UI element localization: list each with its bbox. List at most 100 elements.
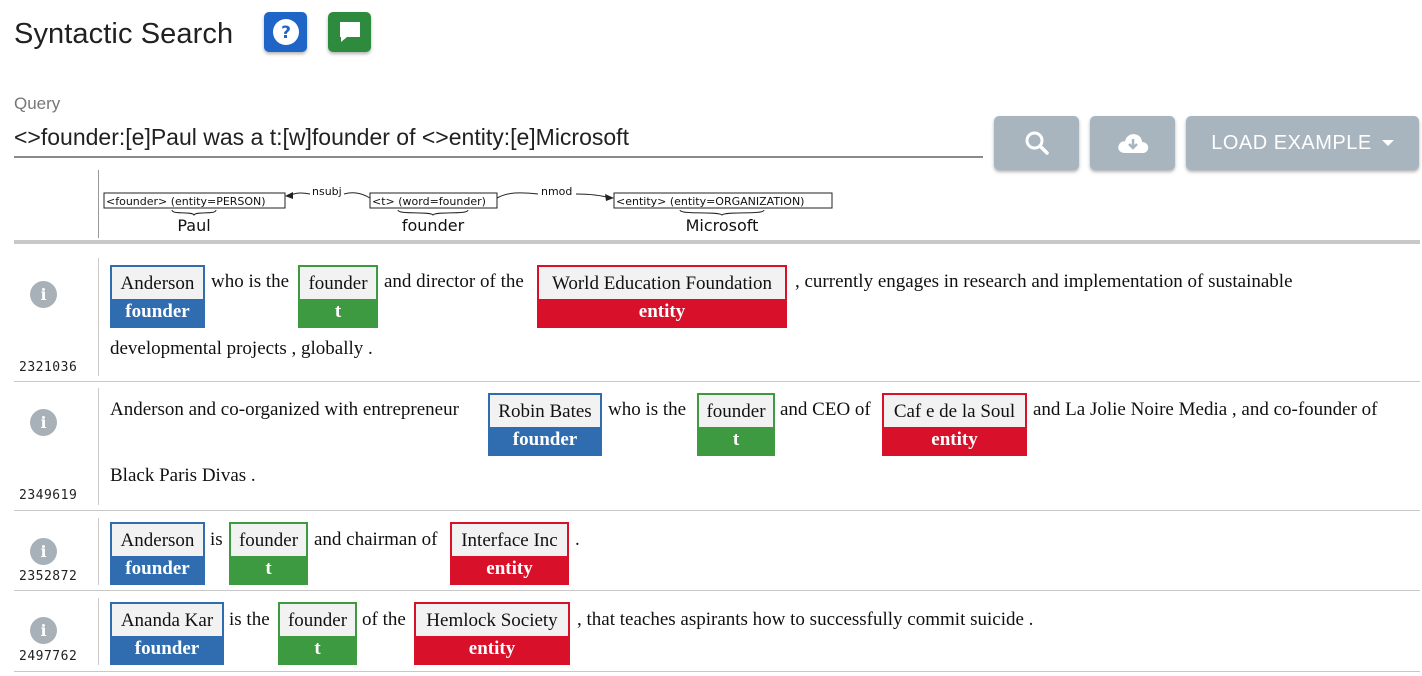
result-row bbox=[14, 511, 1420, 591]
span-word: Robin Bates bbox=[490, 395, 600, 427]
caret-down-icon bbox=[1381, 140, 1394, 146]
graph-node-label: <entity> (entity=ORGANIZATION) bbox=[616, 195, 804, 208]
graph-node-label: <t> (word=founder) bbox=[372, 195, 486, 208]
feedback-button[interactable] bbox=[328, 12, 371, 52]
graph-node-box bbox=[369, 192, 498, 209]
span-founder[interactable]: Robin Bates founder bbox=[488, 393, 602, 456]
span-word: Hemlock Society bbox=[416, 604, 568, 636]
span-label: founder bbox=[490, 427, 600, 454]
result-id: 2497762 bbox=[19, 649, 78, 664]
graph-edge-label: nmod bbox=[541, 185, 572, 198]
result-id: 2321036 bbox=[19, 360, 78, 375]
sentence-text: and chairman of bbox=[314, 529, 438, 550]
graph-divider bbox=[98, 170, 99, 238]
graph-node-word: Microsoft bbox=[686, 216, 759, 235]
sentence-text: . bbox=[575, 529, 580, 550]
span-word: founder bbox=[300, 267, 376, 299]
span-label: entity bbox=[452, 556, 567, 583]
graph-brace bbox=[679, 209, 765, 216]
span-entity[interactable]: World Education Foundation entity bbox=[537, 265, 787, 328]
svg-text:?: ? bbox=[281, 23, 291, 43]
graph-edge-arrowhead bbox=[605, 194, 614, 201]
graph-node-label: <founder> (entity=PERSON) bbox=[106, 195, 266, 208]
span-label: entity bbox=[884, 427, 1025, 454]
info-icon[interactable]: i bbox=[30, 409, 57, 436]
span-founder[interactable]: Anderson founder bbox=[110, 522, 205, 585]
search-button[interactable] bbox=[994, 116, 1079, 170]
sentence-text: Anderson and co-organized with entrepren… bbox=[110, 399, 459, 420]
page-title: Syntactic Search bbox=[14, 18, 234, 50]
span-label: t bbox=[699, 427, 773, 454]
info-icon[interactable]: i bbox=[30, 617, 57, 644]
graph-node-box bbox=[103, 192, 286, 209]
sentence-text: Black Paris Divas . bbox=[110, 465, 256, 486]
graph-node-box bbox=[613, 192, 833, 209]
span-label: t bbox=[300, 299, 376, 326]
cloud-download-icon bbox=[1117, 134, 1148, 153]
query-label: Query bbox=[14, 94, 61, 113]
span-entity[interactable]: Hemlock Society entity bbox=[414, 602, 570, 665]
search-icon bbox=[1025, 131, 1049, 155]
question-circle-icon: ? bbox=[272, 19, 299, 45]
dependency-graph: <founder> (entity=PERSON) <t> (word=foun… bbox=[103, 185, 833, 235]
graph-edge-line bbox=[343, 192, 371, 199]
graph-node-word: Paul bbox=[177, 216, 210, 235]
chat-bubble-icon bbox=[339, 22, 360, 42]
span-t[interactable]: founder t bbox=[229, 522, 308, 585]
span-word: Anderson bbox=[112, 267, 203, 299]
span-word: Interface Inc bbox=[452, 524, 567, 556]
sentence-text: developmental projects , globally . bbox=[110, 338, 373, 359]
result-row bbox=[14, 382, 1420, 511]
graph-separator bbox=[14, 240, 1420, 244]
span-word: founder bbox=[280, 604, 355, 636]
info-icon[interactable]: i bbox=[30, 538, 57, 565]
sentence-text: , currently engages in research and impl… bbox=[795, 271, 1293, 292]
help-button[interactable]: ? bbox=[264, 12, 307, 52]
span-label: founder bbox=[112, 636, 222, 663]
query-input[interactable]: <>founder:[e]Paul was a t:[w]founder of … bbox=[14, 120, 983, 158]
span-founder[interactable]: Anderson founder bbox=[110, 265, 205, 328]
graph-brace bbox=[397, 209, 469, 216]
span-word: Caf e de la Soul bbox=[884, 395, 1025, 427]
result-row bbox=[14, 252, 1420, 382]
row-divider bbox=[98, 388, 99, 505]
row-divider bbox=[98, 258, 99, 376]
row-divider bbox=[98, 598, 99, 665]
span-word: founder bbox=[699, 395, 773, 427]
load-example-label: LOAD EXAMPLE bbox=[1211, 131, 1372, 154]
graph-edge-arrowhead bbox=[285, 192, 293, 199]
span-t[interactable]: founder t bbox=[298, 265, 378, 328]
span-label: t bbox=[231, 556, 306, 583]
span-founder[interactable]: Ananda Kar founder bbox=[110, 602, 224, 665]
load-example-button[interactable]: LOAD EXAMPLE bbox=[1186, 116, 1419, 170]
span-label: entity bbox=[539, 299, 785, 326]
sentence-text: is the bbox=[229, 609, 270, 630]
span-t[interactable]: founder t bbox=[278, 602, 357, 665]
span-t[interactable]: founder t bbox=[697, 393, 775, 456]
graph-edge-label: nsubj bbox=[312, 185, 342, 198]
sentence-text: who is the bbox=[608, 399, 687, 420]
sentence-text: , that teaches aspirants how to successf… bbox=[577, 609, 1034, 630]
result-row bbox=[14, 591, 1420, 672]
span-label: founder bbox=[112, 556, 203, 583]
span-entity[interactable]: Interface Inc entity bbox=[450, 522, 569, 585]
download-button[interactable] bbox=[1090, 116, 1175, 170]
span-word: founder bbox=[231, 524, 306, 556]
sentence-text: of the bbox=[362, 609, 406, 630]
row-divider bbox=[98, 518, 99, 585]
sentence-text: and director of the bbox=[384, 271, 524, 292]
graph-edge-line bbox=[496, 192, 539, 199]
sentence-text: and La Jolie Noire Media , and co-founde… bbox=[1033, 399, 1378, 420]
span-entity[interactable]: Caf e de la Soul entity bbox=[882, 393, 1027, 456]
result-id: 2352872 bbox=[19, 569, 78, 584]
info-icon[interactable]: i bbox=[30, 281, 57, 308]
span-label: entity bbox=[416, 636, 568, 663]
graph-brace bbox=[171, 209, 217, 217]
span-word: Ananda Kar bbox=[112, 604, 222, 636]
span-word: Anderson bbox=[112, 524, 203, 556]
sentence-text: who is the bbox=[211, 271, 290, 292]
sentence-text: is bbox=[210, 529, 223, 550]
span-label: founder bbox=[112, 299, 203, 326]
span-label: t bbox=[280, 636, 355, 663]
sentence-text: and CEO of bbox=[780, 399, 871, 420]
